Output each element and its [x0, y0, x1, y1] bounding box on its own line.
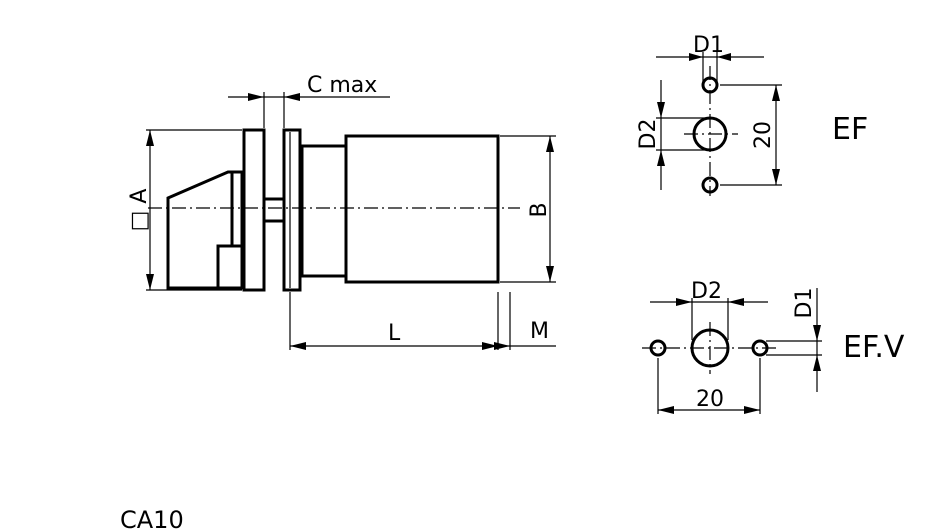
neck	[300, 144, 348, 278]
ef-hole-view: D1 D2 20 EF	[636, 33, 868, 196]
ef-d1-label: D1	[693, 33, 724, 58]
ef-spacing-label: 20	[751, 121, 776, 149]
dim-a: □ A	[127, 129, 242, 291]
ef-small-hole-top	[701, 76, 719, 94]
ef-small-hole-bottom	[701, 176, 719, 194]
ef-d2-label: D2	[636, 119, 661, 150]
efv-dim-d2: D2	[650, 279, 768, 340]
efv-dim-d1: D1	[766, 288, 822, 392]
left-body	[166, 170, 244, 290]
ef-dim-d2: D2	[636, 80, 706, 190]
efv-d2-label: D2	[691, 279, 722, 304]
dim-m-label: M	[530, 319, 549, 344]
dim-c-max: C max	[228, 73, 390, 128]
efv-variant-label: EF.V	[843, 330, 905, 365]
ef-variant-label: EF	[832, 112, 868, 147]
flange-right	[282, 128, 302, 292]
dim-b: B	[500, 135, 556, 283]
efv-dim-spacing: 20	[657, 358, 761, 414]
ef-dim-spacing: 20	[720, 84, 782, 186]
efv-d1-label: D1	[792, 288, 817, 319]
efv-small-hole-right	[751, 339, 769, 357]
dim-l: L	[289, 292, 499, 350]
efv-large-hole	[690, 328, 730, 368]
flange-left	[242, 128, 266, 292]
dim-b-label: B	[527, 202, 552, 217]
dim-l-label: L	[388, 321, 401, 346]
efv-hole-view: D2 D1 20 EF.V	[642, 279, 905, 414]
dim-m: M	[494, 292, 556, 350]
dim-c-label: C max	[307, 73, 377, 98]
efv-spacing-label: 20	[696, 387, 724, 412]
dim-a-label: □ A	[127, 189, 152, 232]
main-housing	[344, 134, 500, 284]
left-body-step	[216, 244, 242, 288]
ef-dim-d1: D1	[656, 33, 764, 82]
connecting-shaft	[262, 197, 286, 223]
ef-large-hole	[692, 116, 728, 152]
model-code: CA10	[120, 506, 184, 531]
efv-small-hole-left	[649, 339, 667, 357]
main-side-view: □ A B C max L	[127, 73, 556, 350]
